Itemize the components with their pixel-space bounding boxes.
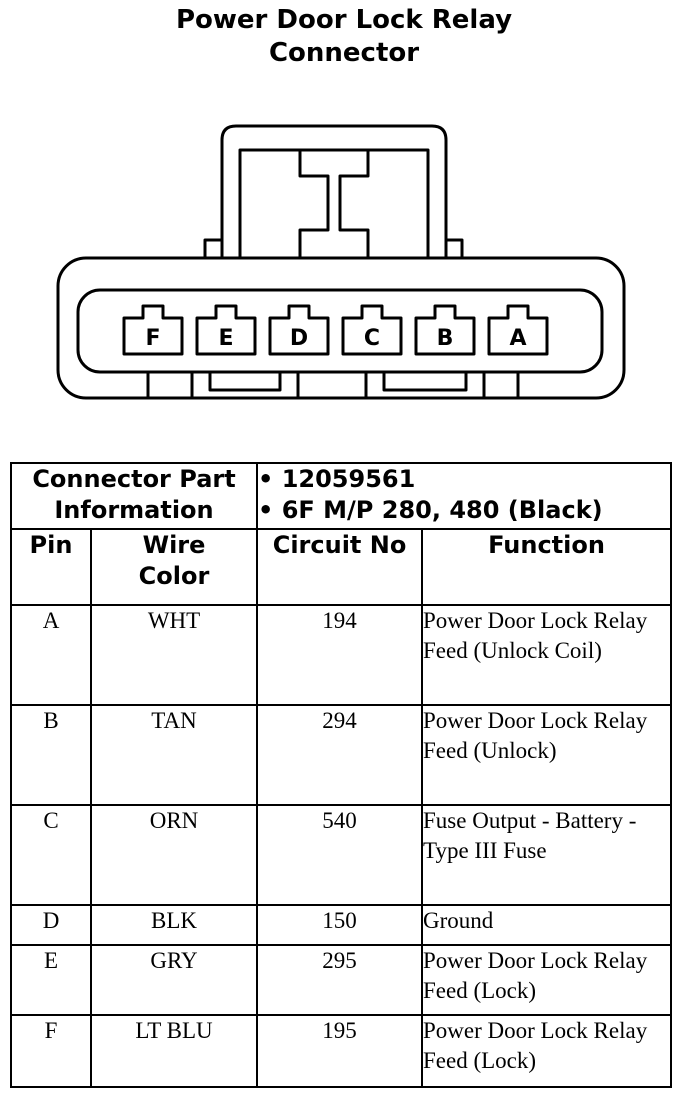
cell-circuit: 195	[256, 1014, 424, 1088]
latch-i-shape	[298, 150, 370, 258]
header-circuit: Circuit No	[256, 528, 424, 606]
pinout-table: Connector Part Information • 12059561 • …	[9, 462, 673, 1088]
header-function: Function	[421, 528, 673, 606]
bottom-key-1	[190, 372, 300, 398]
latch-outer	[220, 124, 448, 258]
bottom-key-2	[364, 372, 486, 398]
pin-cavity-e: E	[195, 304, 257, 356]
pin-cavity-c: C	[341, 304, 403, 356]
cell-circuit: 150	[256, 904, 424, 946]
part-number: • 12059561	[258, 465, 416, 493]
pin-cavity-b: B	[414, 304, 476, 356]
cell-pin: B	[10, 704, 92, 806]
table-row: B TAN 294 Power Door Lock Relay Feed (Un…	[10, 704, 673, 806]
cell-function: Fuse Output - Battery - Type III Fuse	[421, 804, 673, 906]
title-line-2: Connector	[268, 38, 420, 68]
table-body: A WHT 194 Power Door Lock Relay Feed (Un…	[10, 604, 673, 1088]
pin-cavity-a: A	[487, 304, 549, 356]
cell-circuit: 194	[256, 604, 424, 706]
cell-circuit: 295	[256, 944, 424, 1016]
tab-right	[446, 238, 464, 258]
pin-label: C	[364, 326, 380, 351]
connector-cavity	[76, 288, 604, 374]
cell-wire-color: GRY	[89, 944, 259, 1016]
cell-pin: E	[10, 944, 92, 1016]
part-info-values: • 12059561 • 6F M/P 280, 480 (Black)	[256, 462, 673, 530]
table-row: E GRY 295 Power Door Lock Relay Feed (Lo…	[10, 944, 673, 1016]
part-info-label-line1: Connector Part	[32, 465, 236, 493]
pin-label: E	[218, 326, 233, 351]
cell-function: Ground	[421, 904, 673, 946]
cell-pin: D	[10, 904, 92, 946]
tab-left	[203, 238, 222, 258]
latch-inner	[238, 148, 430, 258]
header-wire-color: Wire Color	[89, 528, 259, 606]
table-row: F LT BLU 195 Power Door Lock Relay Feed …	[10, 1014, 673, 1088]
column-header-row: Pin Wire Color Circuit No Function	[10, 528, 673, 606]
cell-circuit: 294	[256, 704, 424, 806]
header-pin: Pin	[10, 528, 92, 606]
diagram-title: Power Door Lock Relay Connector	[0, 4, 688, 70]
part-info-label: Connector Part Information	[9, 462, 259, 530]
pin-cavity-f: F	[122, 304, 184, 356]
pin-label: D	[290, 326, 308, 351]
cell-function: Power Door Lock Relay Feed (Lock)	[421, 944, 673, 1016]
table-row: C ORN 540 Fuse Output - Battery - Type I…	[10, 804, 673, 906]
table-row: A WHT 194 Power Door Lock Relay Feed (Un…	[10, 604, 673, 706]
part-info-label-line2: Information	[54, 496, 214, 524]
cell-wire-color: WHT	[89, 604, 259, 706]
title-line-1: Power Door Lock Relay	[175, 5, 513, 35]
cell-pin: C	[10, 804, 92, 906]
pin-label: F	[145, 326, 160, 351]
cell-function: Power Door Lock Relay Feed (Unlock Coil)	[421, 604, 673, 706]
cell-function: Power Door Lock Relay Feed (Unlock)	[421, 704, 673, 806]
part-info-row: Connector Part Information • 12059561 • …	[9, 462, 673, 530]
cell-wire-color: TAN	[89, 704, 259, 806]
cell-pin: F	[10, 1014, 92, 1088]
cell-wire-color: LT BLU	[89, 1014, 259, 1088]
part-description: • 6F M/P 280, 480 (Black)	[258, 496, 603, 524]
cell-pin: A	[10, 604, 92, 706]
cell-function: Power Door Lock Relay Feed (Lock)	[421, 1014, 673, 1088]
connector-body-outer	[56, 256, 626, 400]
pin-label: A	[509, 326, 526, 351]
pin-cavity-d: D	[268, 304, 330, 356]
cell-circuit: 540	[256, 804, 424, 906]
pin-label: B	[437, 326, 454, 351]
cell-wire-color: ORN	[89, 804, 259, 906]
table-row: D BLK 150 Ground	[10, 904, 673, 946]
cell-wire-color: BLK	[89, 904, 259, 946]
